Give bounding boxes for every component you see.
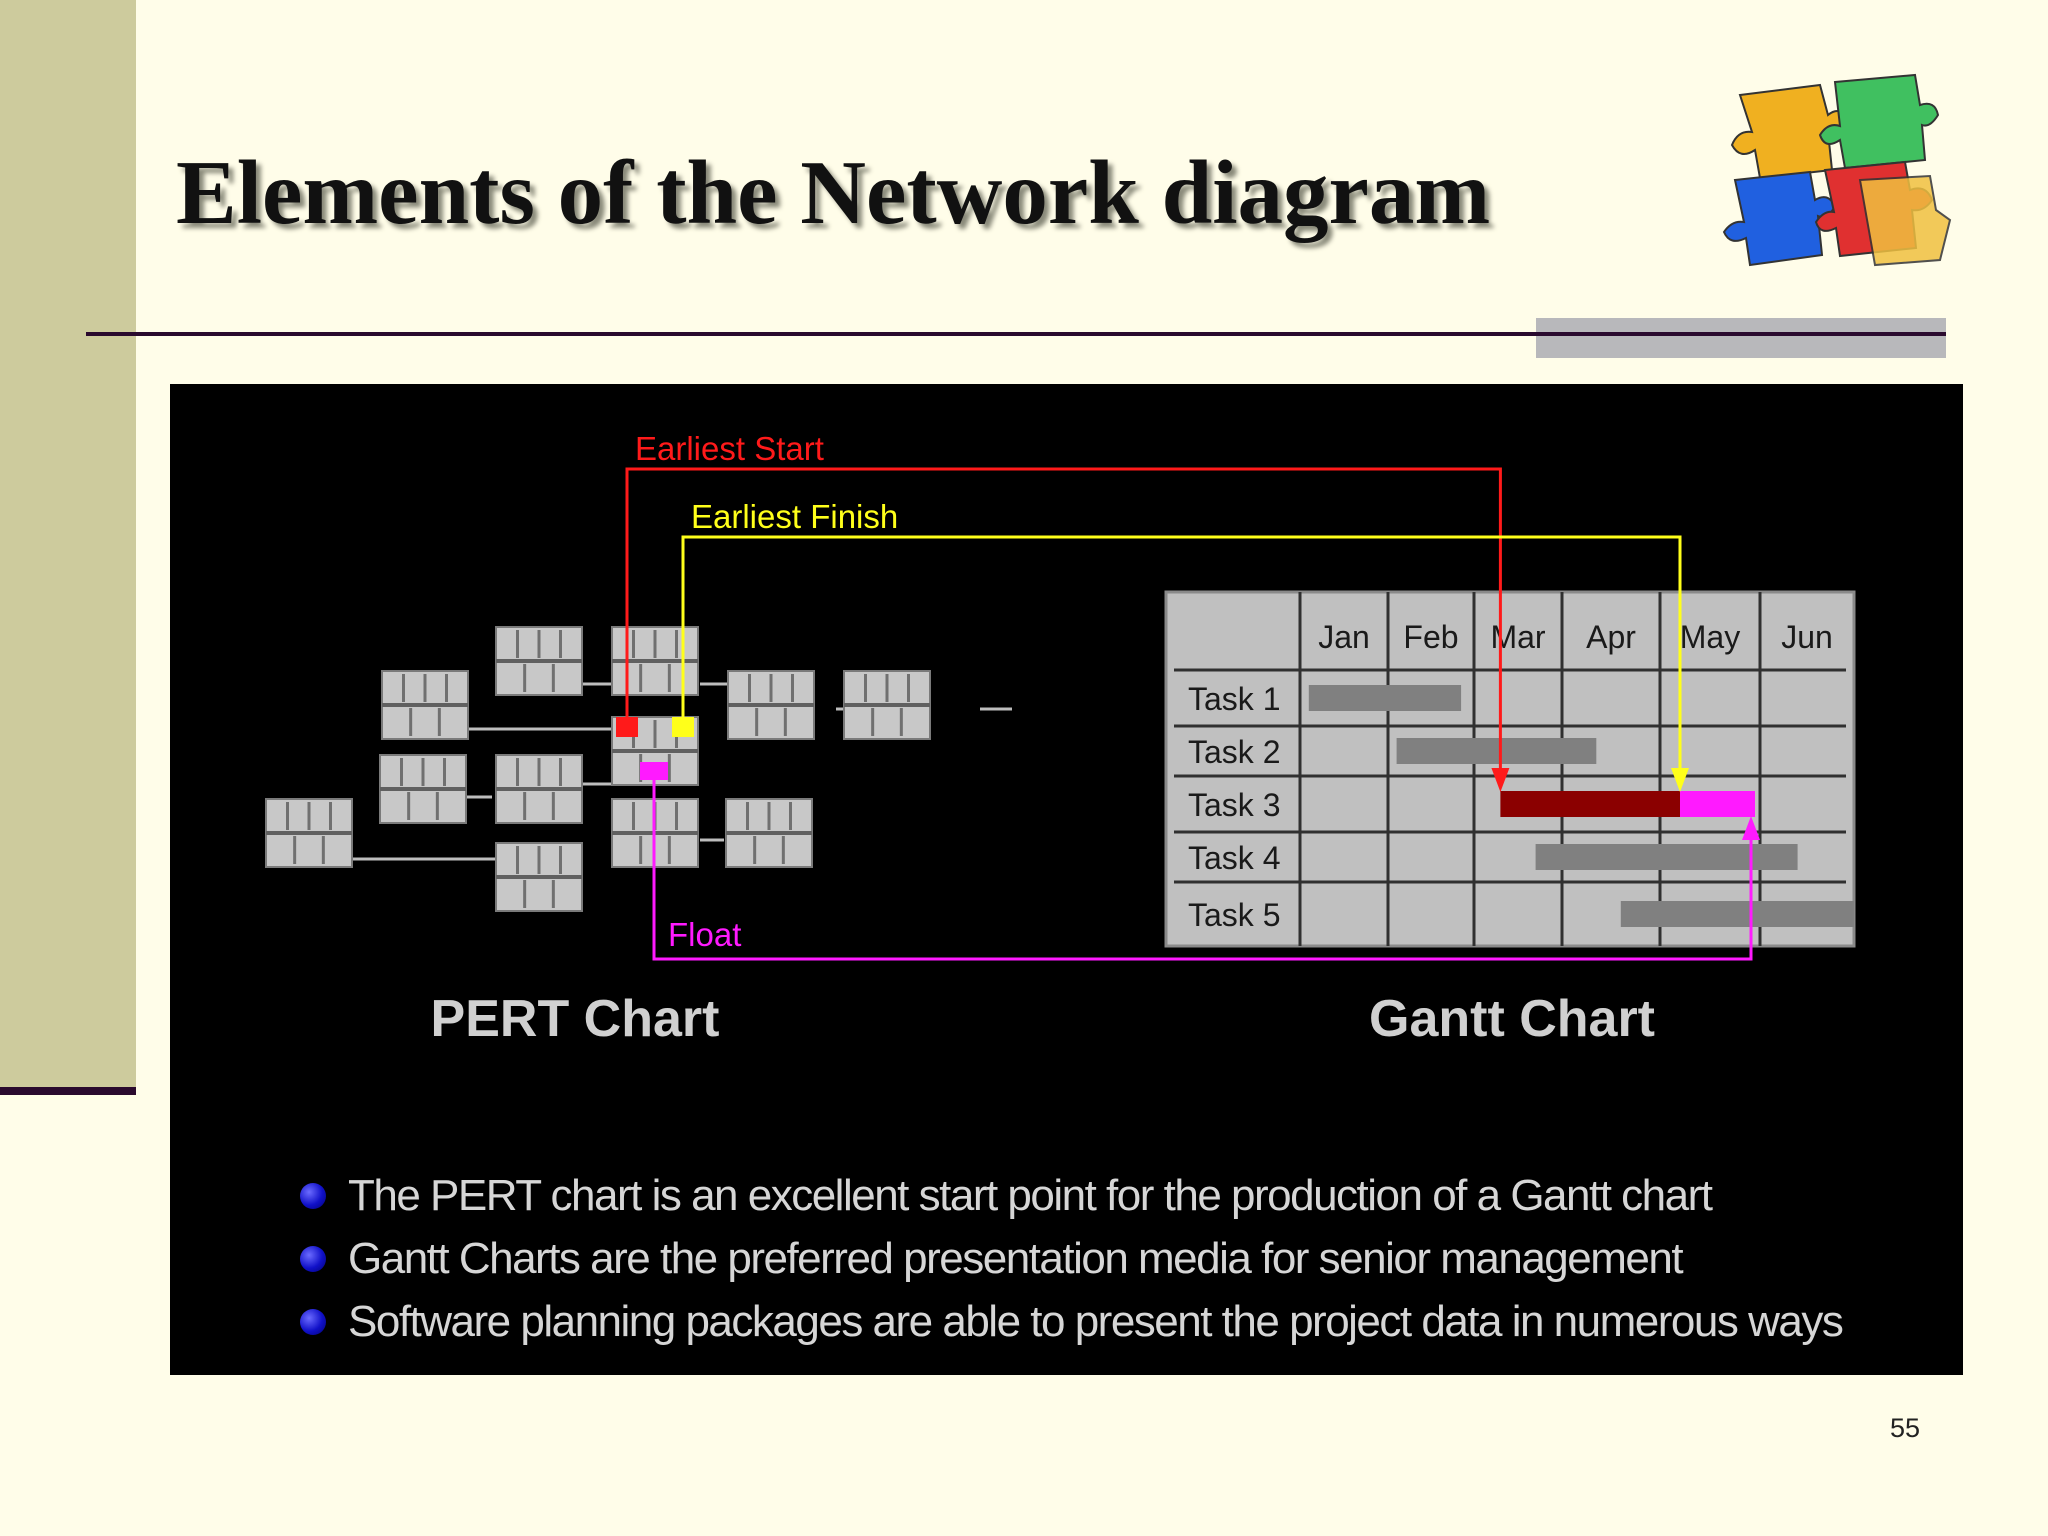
- gantt-month-label: Mar: [1490, 619, 1545, 655]
- earliest-finish-arrow: [1671, 768, 1689, 792]
- title-rule-accent: [1536, 318, 1946, 358]
- bullet-icon: [300, 1308, 326, 1335]
- gantt-task-label: Task 1: [1188, 681, 1280, 717]
- gantt-month-label: Jun: [1781, 619, 1833, 655]
- float-connector: [652, 780, 1753, 961]
- float-label: Float: [668, 916, 741, 953]
- gantt-task-bar: [1308, 685, 1462, 711]
- bullet-icon: [300, 1182, 326, 1209]
- bullet-icon: [300, 1245, 326, 1272]
- float-arrow: [1742, 816, 1760, 840]
- sidebar-band: [0, 0, 136, 1087]
- pert-node: [843, 670, 931, 740]
- pert-node: [495, 626, 583, 696]
- pert-node: [611, 626, 699, 696]
- bullet-item: The PERT chart is an excellent start poi…: [300, 1164, 1940, 1227]
- pert-node: [495, 842, 583, 912]
- gantt-task-bar: [1500, 791, 1680, 817]
- bullet-item: Software planning packages are able to p…: [300, 1290, 1940, 1353]
- earliest-finish-label: Earliest Finish: [691, 498, 898, 535]
- pert-node: [725, 798, 813, 868]
- page-number: 55: [1890, 1413, 1921, 1443]
- gantt-grid: [1164, 590, 1856, 948]
- earliest-start-label: Earliest Start: [635, 430, 824, 467]
- pert-node: [379, 754, 467, 824]
- bullet-text: Software planning packages are able to p…: [348, 1296, 1844, 1346]
- pert-node: [495, 754, 583, 824]
- gantt-chart-caption: Gantt Chart: [1369, 990, 1655, 1048]
- gantt-task-label: Task 3: [1188, 787, 1280, 823]
- earliest-finish-connector: [681, 535, 1682, 782]
- gantt-month-label: Feb: [1403, 619, 1458, 655]
- gantt-float-bar: [1680, 791, 1755, 817]
- bullet-list: The PERT chart is an excellent start poi…: [300, 1164, 1940, 1353]
- earliest-start-connector: [625, 467, 1502, 782]
- gantt-task-bar: [1396, 738, 1597, 764]
- bullet-text: The PERT chart is an excellent start poi…: [348, 1170, 1713, 1220]
- gantt-task-label: Task 2: [1188, 734, 1280, 770]
- bullet-item: Gantt Charts are the preferred presentat…: [300, 1227, 1940, 1290]
- float-cell: [640, 762, 668, 780]
- pert-node: [727, 670, 815, 740]
- gantt-month-label: May: [1680, 619, 1740, 655]
- gantt-task-label: Task 5: [1188, 897, 1280, 933]
- slide-title: Elements of the Network diagram: [176, 142, 1491, 243]
- pert-node: [265, 798, 353, 868]
- pert-chart-caption: PERT Chart: [431, 990, 720, 1048]
- gantt-month-label: Apr: [1586, 619, 1636, 655]
- sidebar-rule: [0, 1087, 136, 1095]
- gantt-month-label: Jan: [1318, 619, 1370, 655]
- title-rule: [86, 332, 1946, 336]
- puzzle-icon: [1722, 73, 1952, 267]
- bullet-text: Gantt Charts are the preferred presentat…: [348, 1233, 1684, 1283]
- gantt-task-bar: [1535, 844, 1798, 870]
- gantt-task-bar: [1620, 901, 1854, 927]
- pert-node: [381, 670, 469, 740]
- earliest-start-arrow: [1491, 768, 1510, 792]
- gantt-task-label: Task 4: [1188, 840, 1280, 876]
